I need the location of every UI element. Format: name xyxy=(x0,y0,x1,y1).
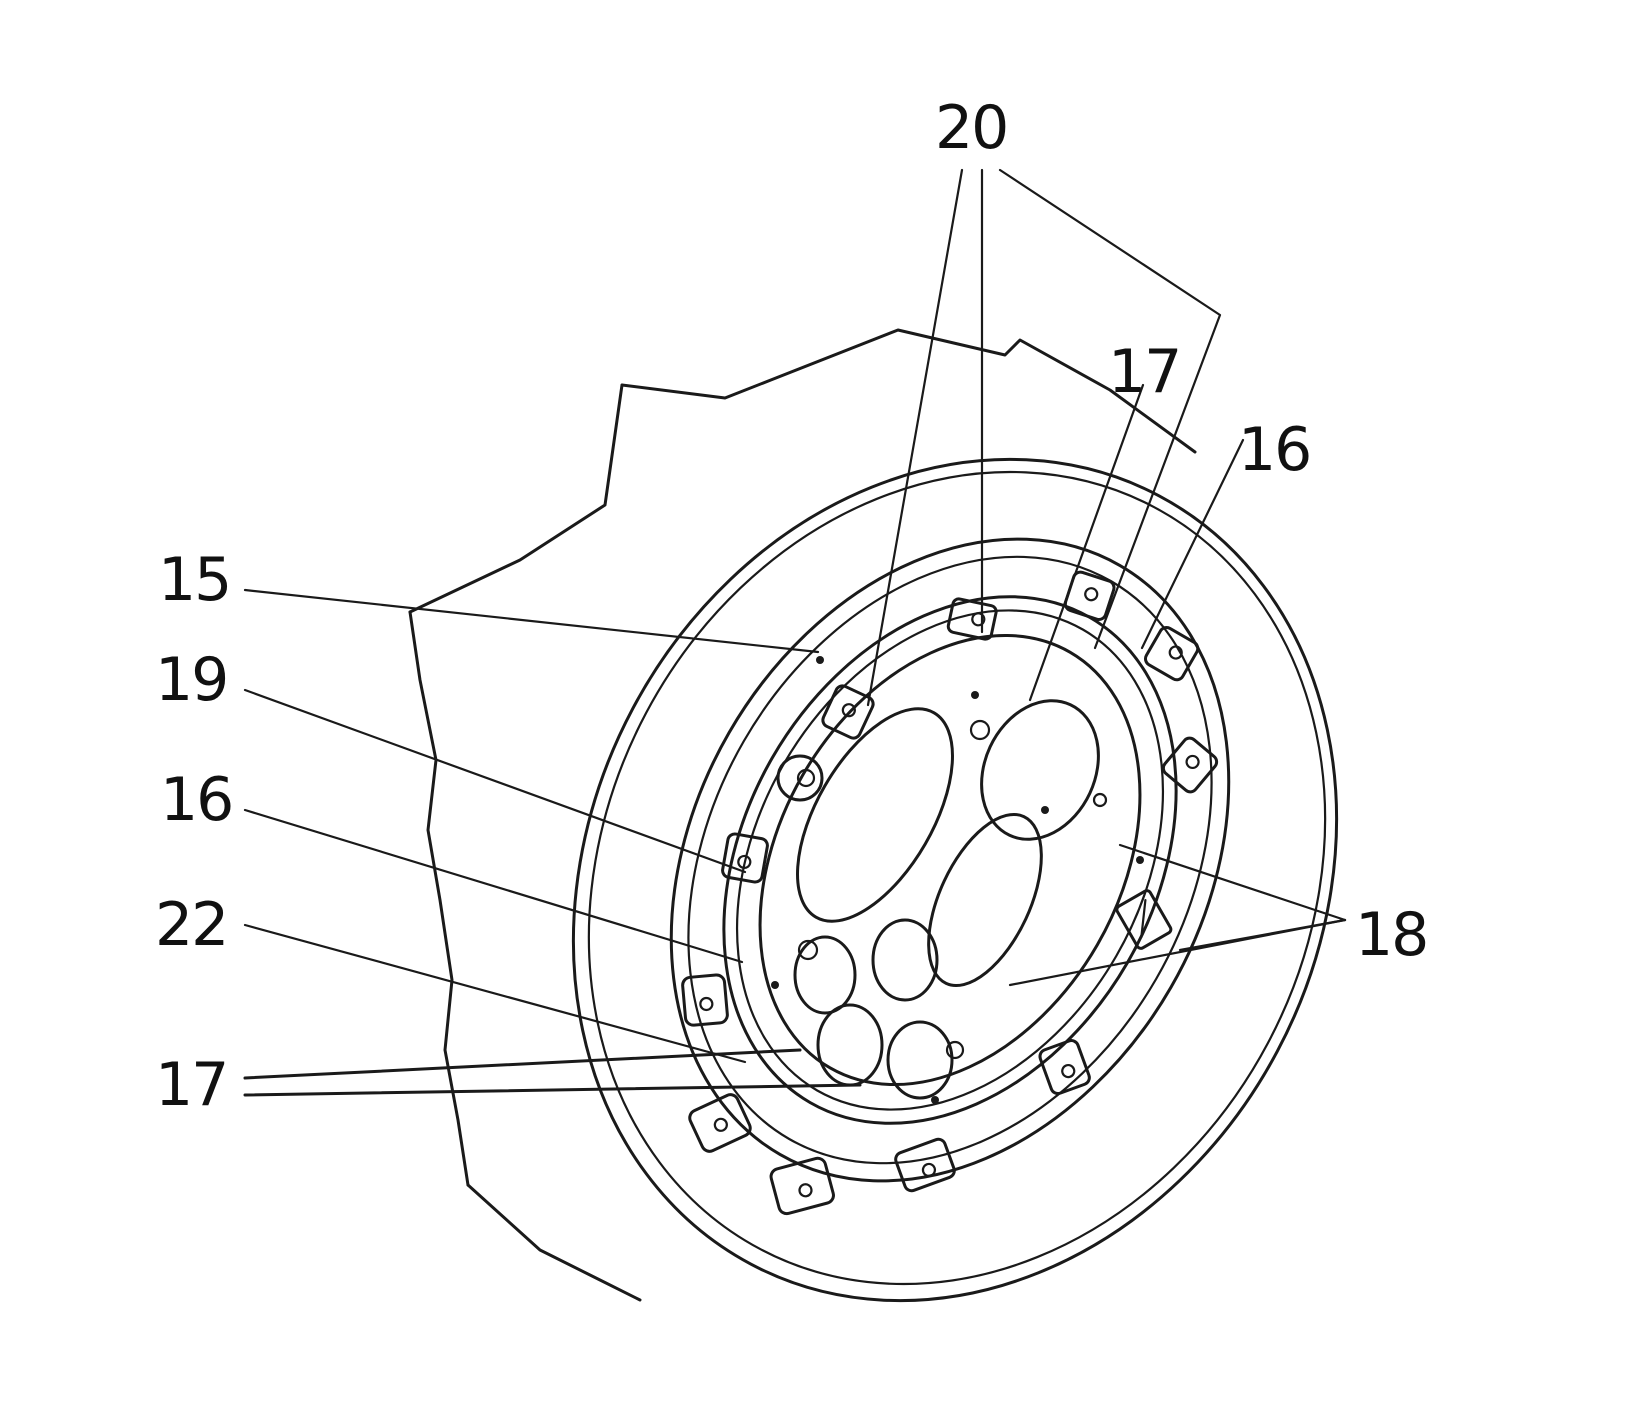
numeral-15: 15 xyxy=(158,545,230,615)
numeral-16-left: 16 xyxy=(160,765,232,835)
outer-wheel xyxy=(429,325,1482,1418)
numeral-17-top: 17 xyxy=(1108,337,1180,407)
numeral-19: 19 xyxy=(155,645,227,715)
numeral-20: 20 xyxy=(935,93,1007,163)
numeral-18: 18 xyxy=(1355,900,1427,970)
reference-numerals: 20 17 16 15 19 16 22 17 18 xyxy=(155,93,1427,1120)
numeral-16-right: 16 xyxy=(1238,415,1310,485)
numeral-17-bottom: 17 xyxy=(155,1050,227,1120)
numeral-22: 22 xyxy=(155,890,227,960)
